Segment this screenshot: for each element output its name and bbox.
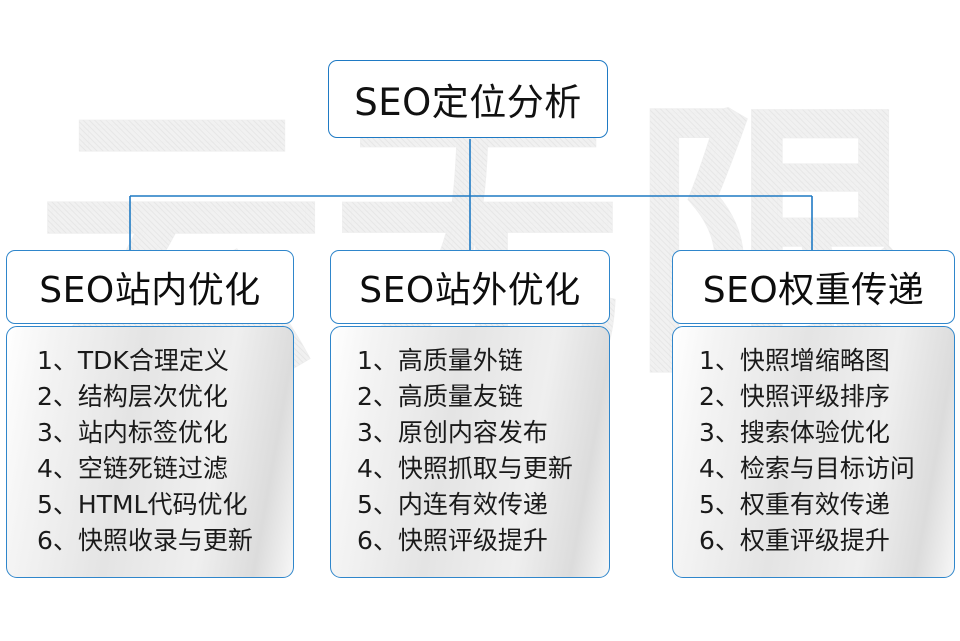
list-item: 2、高质量友链 — [357, 382, 523, 411]
column-header-1-title: SEO站内优化 — [39, 270, 261, 311]
list-item: 6、快照收录与更新 — [37, 526, 253, 555]
list-item: 5、权重有效传递 — [699, 490, 890, 519]
root-node[interactable]: SEO定位分析 — [328, 60, 608, 138]
list-item: 4、检索与目标访问 — [699, 454, 915, 483]
branch-column-seo-offsite: SEO站外优化 1、高质量外链 2、高质量友链 3、原创内容发布 4、快照抓取与… — [330, 250, 610, 578]
list-item: 5、内连有效传递 — [357, 490, 548, 519]
column-header-2-title: SEO站外优化 — [359, 270, 581, 311]
list-item: 5、HTML代码优化 — [37, 490, 248, 519]
list-item: 6、权重评级提升 — [699, 526, 890, 555]
column-list-3: 1、快照增缩略图 2、快照评级排序 3、搜索体验优化 4、检索与目标访问 5、权… — [672, 326, 955, 578]
column-header-1[interactable]: SEO站内优化 — [6, 250, 294, 324]
column-list-2: 1、高质量外链 2、高质量友链 3、原创内容发布 4、快照抓取与更新 5、内连有… — [330, 326, 610, 578]
list-item: 1、快照增缩略图 — [699, 346, 890, 375]
list-item: 6、快照评级提升 — [357, 526, 548, 555]
root-node-title: SEO定位分析 — [354, 81, 582, 124]
branch-column-seo-onsite: SEO站内优化 1、TDK合理定义 2、结构层次优化 3、站内标签优化 4、空链… — [6, 250, 294, 578]
column-header-3[interactable]: SEO权重传递 — [672, 250, 955, 324]
list-item: 1、高质量外链 — [357, 346, 523, 375]
list-item: 1、TDK合理定义 — [37, 346, 229, 375]
list-item: 3、原创内容发布 — [357, 418, 548, 447]
list-item: 2、快照评级排序 — [699, 382, 890, 411]
column-header-2[interactable]: SEO站外优化 — [330, 250, 610, 324]
list-item: 2、结构层次优化 — [37, 382, 228, 411]
column-list-1: 1、TDK合理定义 2、结构层次优化 3、站内标签优化 4、空链死链过滤 5、H… — [6, 326, 294, 578]
list-item: 4、快照抓取与更新 — [357, 454, 573, 483]
list-item: 3、站内标签优化 — [37, 418, 228, 447]
list-item: 4、空链死链过滤 — [37, 454, 228, 483]
branch-column-seo-weight: SEO权重传递 1、快照增缩略图 2、快照评级排序 3、搜索体验优化 4、检索与… — [672, 250, 955, 578]
column-header-3-title: SEO权重传递 — [702, 270, 925, 311]
list-item: 3、搜索体验优化 — [699, 418, 890, 447]
